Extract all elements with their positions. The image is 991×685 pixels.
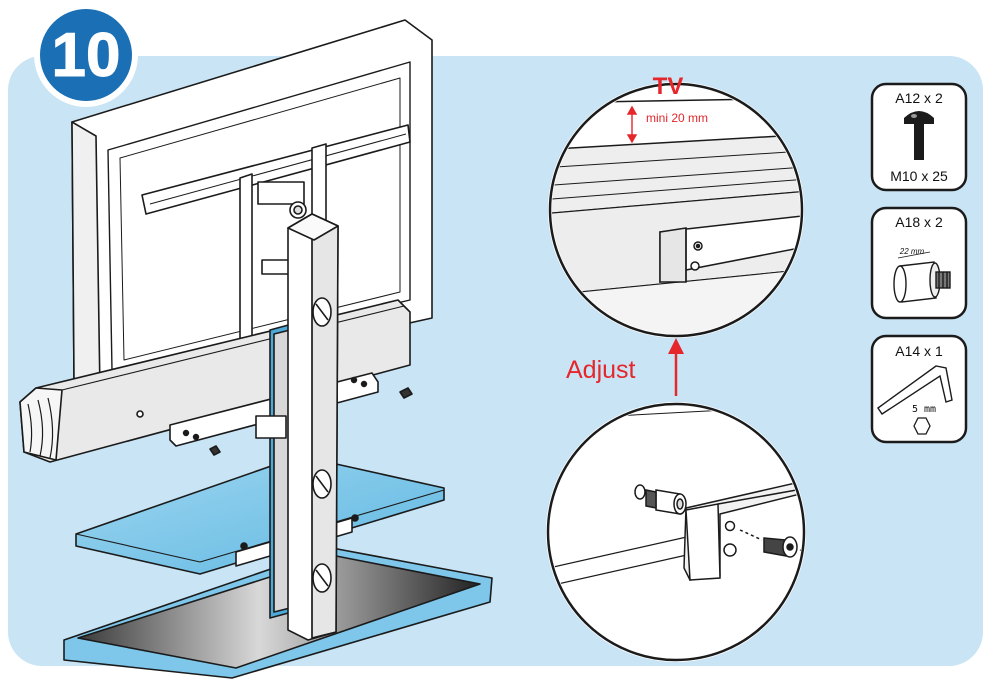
hex-key-icon xyxy=(877,365,953,415)
part-card-a14: A14 x 1 5 mm xyxy=(870,334,968,444)
gap-label: mini 20 mm xyxy=(646,111,708,125)
bolt-icon xyxy=(904,111,934,160)
part-code: A18 x 2 xyxy=(895,214,943,230)
detail-circle-top: TV mini 20 mm xyxy=(548,73,804,338)
step-number: 10 xyxy=(52,21,121,90)
spacer-icon xyxy=(893,261,951,303)
part-card-a18: A18 x 2 22 mm xyxy=(870,206,968,320)
hexagon-icon xyxy=(913,417,931,435)
part-card-a12: A12 x 2 M10 x 25 xyxy=(870,82,968,192)
detail-circle-bottom xyxy=(546,402,806,662)
part-code: A12 x 2 xyxy=(895,90,943,106)
part-spec: 5 mm xyxy=(912,404,936,415)
adjust-label: Adjust xyxy=(566,356,636,384)
tv-label: TV xyxy=(653,73,684,100)
gap-dimension-arrow xyxy=(626,105,638,144)
tv-stand-assembly xyxy=(19,19,493,679)
step-badge: 10 xyxy=(34,3,138,107)
adjust-arrow-icon xyxy=(668,338,684,396)
part-spec: 22 mm xyxy=(899,247,925,256)
part-spec: M10 x 25 xyxy=(890,168,948,184)
part-code: A14 x 1 xyxy=(895,343,943,359)
